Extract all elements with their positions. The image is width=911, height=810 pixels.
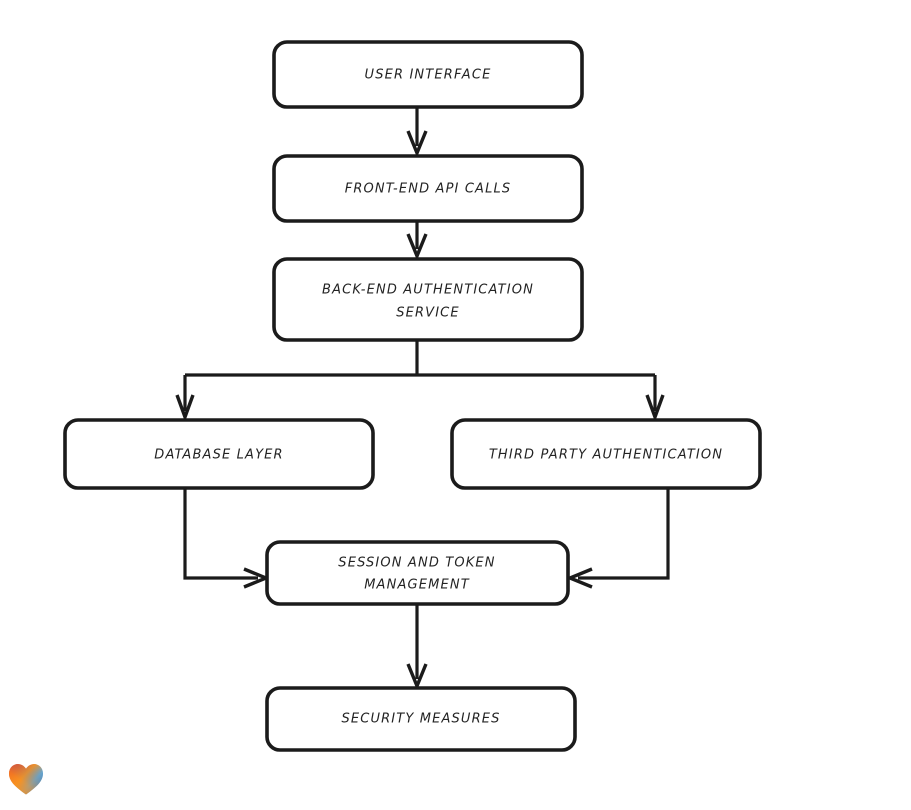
node-front-end-api-calls-label: FRONT-END API CALLS (345, 182, 512, 197)
node-back-end-auth-service-box[interactable] (272, 257, 584, 342)
node-third-party-auth-box[interactable] (450, 418, 762, 490)
node-database-layer-box[interactable] (63, 418, 375, 490)
node-back-end-auth-service[interactable]: BACK-END AUTHENTICATION SERVICE (272, 257, 584, 342)
node-security-measures[interactable]: SECURITY MEASURES (265, 686, 577, 752)
node-front-end-api-calls[interactable]: FRONT-END API CALLS (272, 154, 584, 223)
edge-database-layer-to-session-token-mgmt (183, 488, 271, 589)
node-session-token-mgmt[interactable]: SESSION AND TOKEN MANAGEMENT (265, 540, 570, 606)
node-security-measures-label: SECURITY MEASURES (341, 712, 500, 727)
edge-third-party-auth-to-session-token-mgmt (565, 488, 670, 589)
node-front-end-api-calls-box[interactable] (272, 154, 584, 223)
node-session-token-mgmt-box[interactable] (265, 540, 570, 606)
node-user-interface[interactable]: USER INTERFACE (272, 40, 584, 109)
node-database-layer-label: DATABASE LAYER (154, 448, 283, 463)
node-third-party-auth-label: THIRD PARTY AUTHENTICATION (489, 448, 723, 463)
edge-back-end-auth-service-to-branches (175, 340, 665, 422)
edge-front-end-api-calls-to-back-end-auth-service (406, 222, 428, 261)
node-security-measures-box[interactable] (265, 686, 577, 752)
node-user-interface-label: USER INTERFACE (365, 68, 492, 83)
node-session-token-mgmt-label-line1: SESSION AND TOKEN (338, 556, 495, 571)
edge-user-interface-to-front-end-api-calls (406, 107, 428, 158)
node-database-layer[interactable]: DATABASE LAYER (63, 418, 375, 490)
heart-icon (9, 764, 43, 795)
node-session-token-mgmt-label-line2: MANAGEMENT (364, 578, 470, 593)
node-user-interface-box[interactable] (272, 40, 584, 109)
node-back-end-auth-service-label-line1: BACK-END AUTHENTICATION (322, 283, 534, 298)
edge-session-token-mgmt-to-security-measures (406, 604, 428, 691)
node-third-party-auth[interactable]: THIRD PARTY AUTHENTICATION (450, 418, 762, 490)
node-back-end-auth-service-label-line2: SERVICE (396, 306, 460, 321)
